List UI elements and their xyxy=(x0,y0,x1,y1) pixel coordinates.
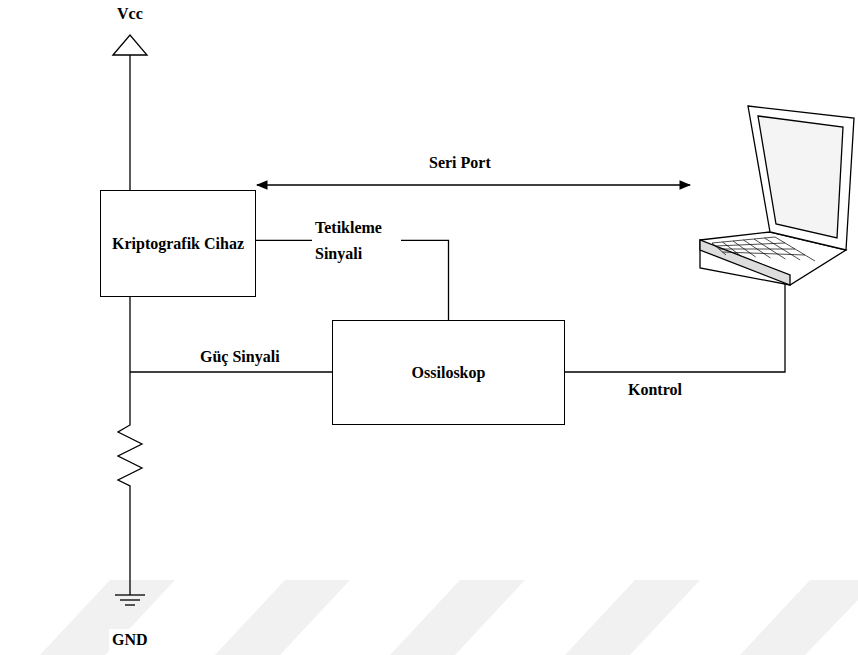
supply-label: Vcc xyxy=(114,3,146,24)
power-signal-wire xyxy=(130,371,332,372)
ground-wire xyxy=(129,495,130,595)
signal-label: Seri Port xyxy=(426,152,494,173)
signal-label: Tetikleme Sinyali xyxy=(312,214,401,267)
control-wire xyxy=(565,283,785,372)
box-title: Kriptografik Cihaz xyxy=(112,235,244,253)
ground-label: GND xyxy=(109,629,151,650)
serial-port-arrow xyxy=(257,184,690,185)
ground-symbol xyxy=(125,604,135,605)
ground-wire xyxy=(129,297,130,420)
vcc-symbol xyxy=(113,35,147,55)
signal-label: Güç Sinyali xyxy=(197,346,283,367)
resistor-symbol xyxy=(118,420,142,495)
device-box: Kriptografik Cihaz xyxy=(100,190,256,297)
ground-symbol xyxy=(120,599,140,600)
ground-symbol xyxy=(115,594,145,595)
signal-label: Kontrol xyxy=(625,379,685,400)
laptop-icon xyxy=(700,106,854,285)
supply-wire xyxy=(129,55,130,190)
box-title: Ossiloskop xyxy=(412,364,486,382)
oscilloscope-box: Ossiloskop xyxy=(332,320,565,425)
watermark-stripes xyxy=(40,580,858,655)
